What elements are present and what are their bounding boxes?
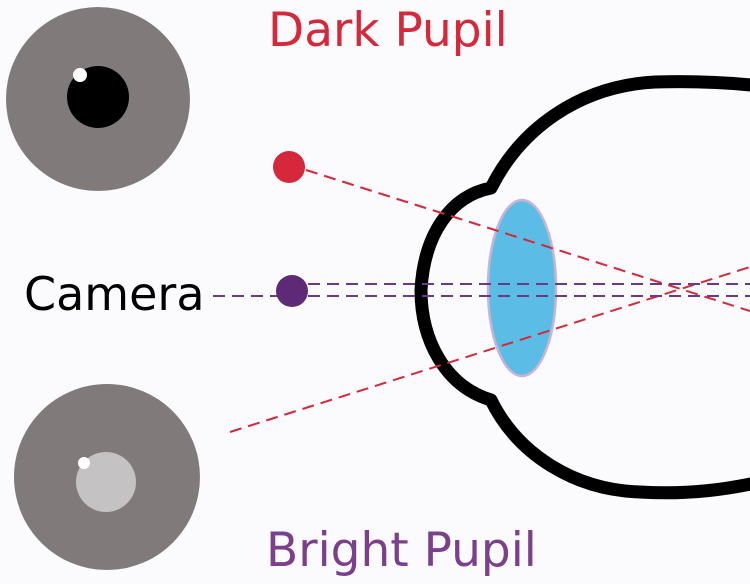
red-light-source-icon — [273, 151, 305, 183]
eye-outline — [414, 75, 750, 500]
dark-pupil-highlight — [73, 68, 87, 82]
light-rays — [213, 169, 750, 433]
dark-pupil-eye-icon — [6, 7, 190, 191]
bright-pupil-highlight — [78, 457, 90, 469]
dark-pupil-label: Dark Pupil — [268, 3, 508, 58]
eye-lens — [486, 198, 558, 378]
red-ray-lower — [229, 266, 750, 433]
camera-label: Camera — [24, 267, 205, 321]
red-ray-upper — [305, 169, 750, 312]
bright-pupil — [76, 452, 136, 512]
bright-pupil-eye-icon — [14, 384, 200, 570]
eye-cross-section — [414, 75, 750, 500]
camera-light-source-icon — [276, 275, 308, 307]
bright-pupil-label: Bright Pupil — [266, 523, 537, 578]
